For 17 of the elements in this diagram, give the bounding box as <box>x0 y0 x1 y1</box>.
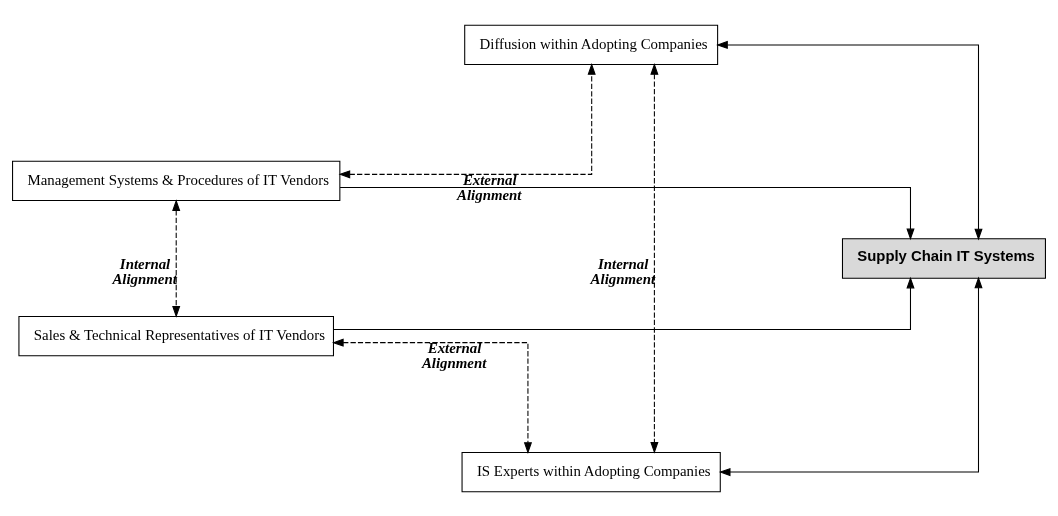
arrow <box>333 276 915 330</box>
arrow <box>716 40 983 240</box>
arrow <box>650 62 659 454</box>
node-box: Management Systems & Procedures of IT Vendors <box>12 160 341 201</box>
node-box: Supply Chain IT Systems <box>841 237 1046 279</box>
arrow <box>718 276 983 476</box>
node-box: IS Experts within Adopting Companies <box>461 451 721 492</box>
edge-label: External Alignment <box>457 171 522 203</box>
arrow <box>338 62 596 178</box>
arrow <box>172 198 181 318</box>
node-box: Diffusion within Adopting Companies <box>464 24 719 65</box>
edge-label: Internal Alignment <box>590 255 656 287</box>
node-box: Sales & Technical Representatives of IT Vendors <box>18 315 334 356</box>
edge-label: Internal Alignment <box>112 255 177 287</box>
arrow <box>339 186 915 240</box>
arrow <box>331 338 533 454</box>
edge-label: External Alignment <box>421 339 487 371</box>
